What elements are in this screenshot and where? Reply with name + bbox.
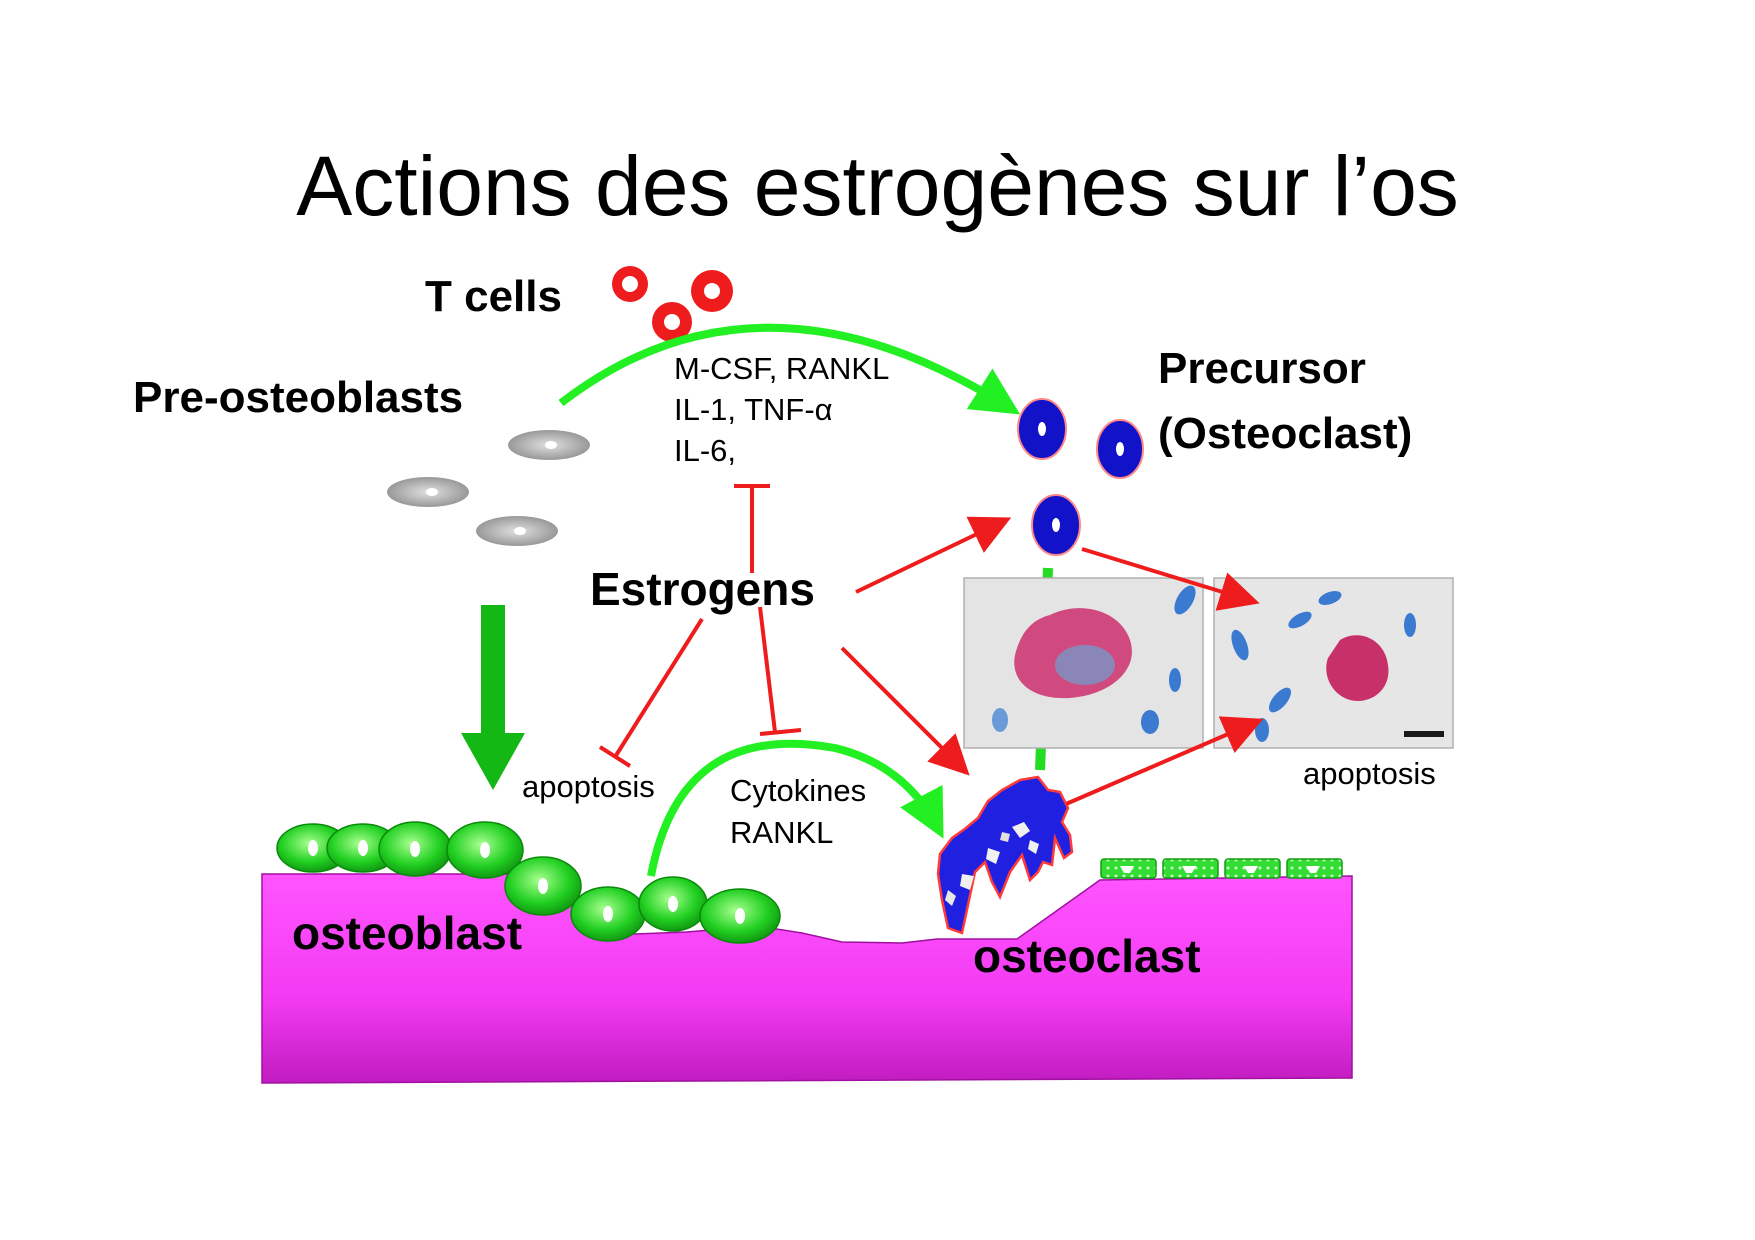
precursor-osteoclast-label: (Osteoclast) <box>1158 409 1413 458</box>
pre-osteoblast-cells <box>387 430 590 546</box>
pre-osteoblasts-label: Pre-osteoblasts <box>133 373 464 422</box>
precursor-label: Precursor <box>1158 344 1366 393</box>
top-green-arrow <box>558 323 1021 415</box>
osteoclast-label: osteoclast <box>973 930 1201 982</box>
rankl-label: RANKL <box>730 815 834 850</box>
t-cells-label: T cells <box>425 272 562 321</box>
lining-cells <box>1100 858 1343 879</box>
page-title: Actions des estrogènes sur l’os <box>296 139 1459 233</box>
osteoclast-precursor-cells <box>1017 398 1144 556</box>
signals-line-1: M-CSF, RANKL <box>674 351 890 386</box>
differentiation-down-arrow <box>461 605 525 790</box>
osteoblast-cells <box>276 821 781 944</box>
bottom-green-arrow <box>647 739 944 877</box>
signals-line-3: IL-6, <box>674 433 737 468</box>
apoptosis-left-label: apoptosis <box>522 769 655 804</box>
scale-bar-icon <box>1404 731 1444 737</box>
signals-line-2: IL-1, TNF-α <box>674 392 833 427</box>
histology-micrograph-icon <box>963 577 1454 749</box>
osteoblast-label: osteoblast <box>292 907 523 959</box>
cytokines-label: Cytokines <box>730 773 867 808</box>
osteoclast-cell <box>936 775 1074 935</box>
estrogen-activation-arrows <box>840 516 1264 806</box>
estrogen-inhibition-lines <box>598 484 802 768</box>
apoptosis-right-label: apoptosis <box>1303 756 1436 791</box>
t-cells <box>612 266 733 342</box>
estrogens-label: Estrogens <box>590 563 815 615</box>
